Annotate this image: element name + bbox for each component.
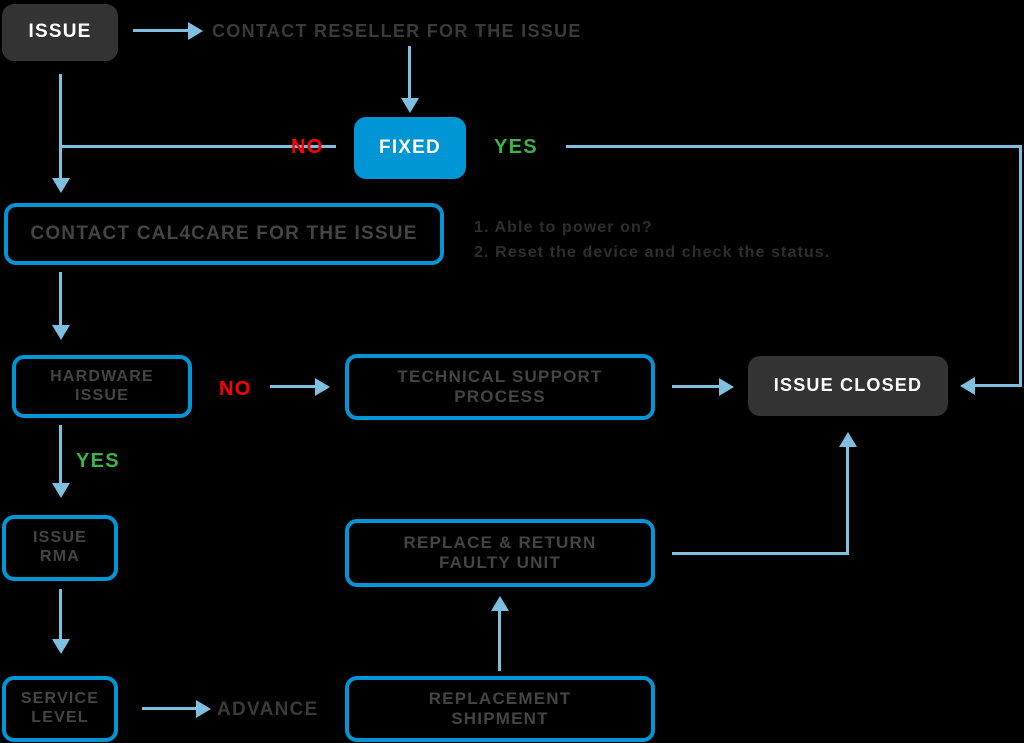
node-hardware-issue-line2: ISSUE [74,386,129,404]
connector-replace-to-closed-vertical [846,446,849,554]
label-no-fixed: NO [291,136,324,158]
node-issue-closed[interactable]: ISSUE CLOSED [748,356,948,416]
label-no-hardware: NO [219,378,252,400]
arrowhead-cal4care-to-hardware [52,325,70,340]
node-replacement-shipment[interactable]: REPLACEMENT SHIPMENT [345,676,655,742]
node-hardware-issue[interactable]: HARDWARE ISSUE [12,355,192,418]
connector-issue-down [59,74,62,184]
node-issue-rma-line2: RMA [39,548,81,565]
node-replace-return[interactable]: REPLACE & RETURN FAULTY UNIT [345,519,655,587]
node-hardware-issue-line1: HARDWARE [50,367,154,385]
node-technical-support-line1: TECHNICAL SUPPORT [397,366,603,386]
connector-rma-to-service [59,589,62,644]
node-contact-cal4care[interactable]: CONTACT CAL4CARE FOR THE ISSUE [4,203,444,265]
arrowhead-yes-into-closed [960,377,975,395]
connector-replace-to-closed-horizontal [672,552,849,555]
node-service-level-line2: LEVEL [31,709,89,726]
node-fixed[interactable]: FIXED [354,117,466,179]
connector-techsupport-to-closed [672,385,722,388]
arrowhead-rma-to-service [52,639,70,654]
node-technical-support[interactable]: TECHNICAL SUPPORT PROCESS [345,354,655,420]
label-yes-hardware: YES [76,450,120,472]
connector-fixed-no [59,145,336,148]
connector-shipment-to-replace [498,609,501,671]
node-contact-cal4care-label: CONTACT CAL4CARE FOR THE ISSUE [30,222,418,244]
arrowhead-replace-to-closed [839,432,857,447]
node-replace-return-line2: FAULTY UNIT [438,553,562,572]
arrowhead-shipment-to-replace [491,596,509,611]
node-service-level-line1: SERVICE [20,690,100,708]
arrowhead-issue-to-reseller [188,22,203,40]
label-contact-reseller: CONTACT RESELLER FOR THE ISSUE [212,21,582,41]
node-technical-support-line2: PROCESS [454,387,546,406]
label-yes-fixed: YES [494,136,538,158]
label-advance: ADVANCE [217,699,319,720]
node-issue-closed-label: ISSUE CLOSED [773,375,923,396]
arrowhead-issue-down [52,178,70,193]
node-service-level[interactable]: SERVICE LEVEL [2,676,118,742]
connector-yes-horizontal [566,145,1022,148]
connector-service-to-advance [142,707,199,710]
node-replacement-shipment-line1: REPLACEMENT [428,688,572,708]
node-replacement-shipment-line2: SHIPMENT [451,709,549,728]
note-checklist: 1. Able to power on? 2. Reset the device… [474,219,831,261]
connector-yes-vertical [1019,145,1022,386]
connector-issue-to-reseller [133,29,190,32]
connector-yes-into-closed [975,384,1022,387]
arrowhead-techsupport-to-closed [719,378,734,396]
connector-cal4care-to-hardware [59,272,62,330]
node-replace-return-line1: REPLACE & RETURN [403,532,597,552]
arrowhead-service-to-advance [196,700,211,718]
node-fixed-label: FIXED [379,136,441,158]
connector-hardware-no [270,385,317,388]
node-issue-rma[interactable]: ISSUE RMA [2,515,118,581]
arrowhead-reseller-to-fixed [401,98,419,113]
arrowhead-hardware-yes [52,483,70,498]
arrowhead-hardware-no [315,378,330,396]
connector-hardware-yes [59,425,62,487]
connector-reseller-to-fixed [408,46,411,103]
node-issue-label: ISSUE [28,21,92,43]
node-issue[interactable]: ISSUE [2,4,118,61]
node-issue-rma-line1: ISSUE [32,529,87,547]
